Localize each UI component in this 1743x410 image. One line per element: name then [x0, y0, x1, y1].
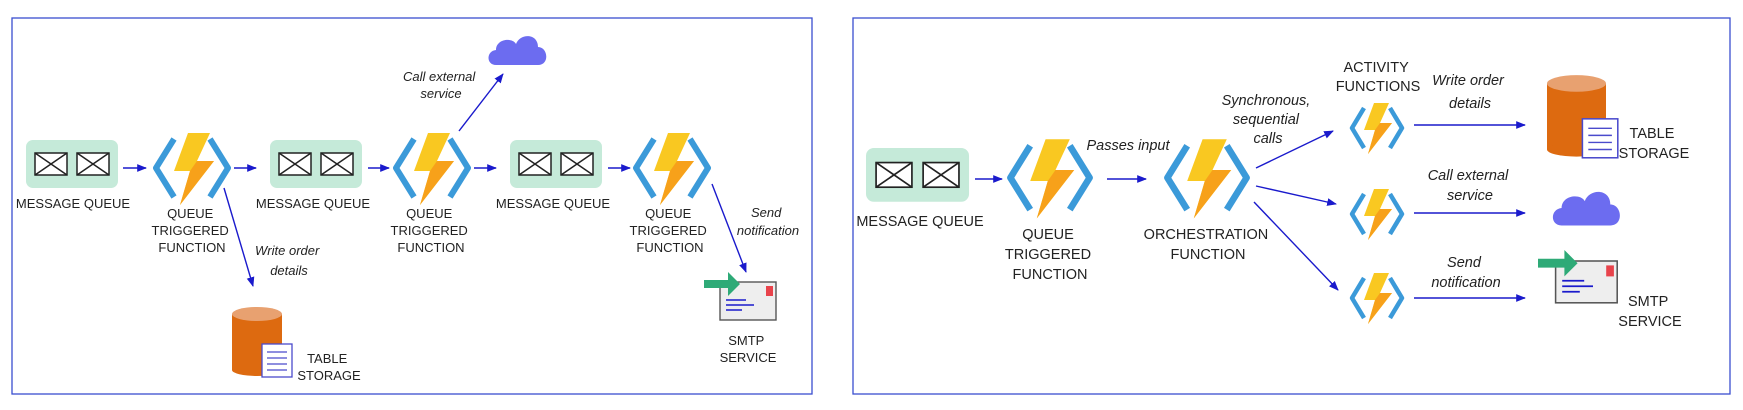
message-queue-icon: [269, 139, 363, 189]
flow-arrow: [1255, 185, 1337, 206]
smtp-label: SMTP SERVICE: [720, 333, 777, 365]
lightning-function-icon: [1010, 139, 1089, 218]
table-storage-label: TABLE STORAGE: [1619, 126, 1690, 162]
queue-label: MESSAGE QUEUE: [496, 196, 610, 211]
message-queue-icon: [25, 139, 119, 189]
lightning-function-icon: [1352, 103, 1402, 154]
message-queue-icon: [865, 147, 970, 203]
right-panel: MESSAGE QUEUE QUEUE TRIGGERED FUNCTION P…: [852, 17, 1731, 395]
flow-arrow: [1255, 130, 1334, 169]
left-panel: MESSAGE QUEUE MESSAGE QUEUE MESSAGE QUEU…: [11, 17, 813, 395]
left-panel-border: [11, 17, 813, 395]
cloud-icon: [488, 36, 547, 65]
sync-calls-note: Synchronous, sequential calls: [1222, 93, 1315, 147]
cloud-icon: [1552, 191, 1620, 226]
queue-label: MESSAGE QUEUE: [256, 196, 370, 211]
table-storage-icon: [1546, 74, 1619, 159]
passes-input-note: Passes input: [1086, 138, 1170, 154]
flow-arrow: [223, 187, 255, 287]
write-order-note: Write order details: [1432, 73, 1508, 112]
smtp-label: SMTP SERVICE: [1618, 294, 1682, 330]
table-storage-label: TABLE STORAGE: [297, 351, 361, 383]
lightning-function-icon: [396, 133, 468, 205]
smtp-mail-icon: [703, 271, 777, 321]
queue-label: MESSAGE QUEUE: [16, 196, 130, 211]
send-notification-note: Send notification: [737, 205, 799, 238]
flow-arrow: [458, 73, 504, 132]
lightning-function-icon: [156, 133, 228, 205]
smtp-mail-icon: [1537, 249, 1619, 304]
activity-functions-label: ACTIVITY FUNCTIONS: [1336, 60, 1421, 95]
lightning-function-icon: [636, 133, 708, 205]
flow-arrow: [1253, 201, 1339, 291]
lightning-function-icon: [1352, 273, 1402, 324]
table-storage-icon: [231, 306, 293, 378]
message-queue-icon: [509, 139, 603, 189]
function-label: QUEUE TRIGGERED FUNCTION: [391, 206, 472, 255]
write-order-note: Write order details: [255, 243, 323, 278]
right-panel-border: [852, 17, 1731, 395]
lightning-function-icon: [1352, 189, 1402, 240]
flow-arrow: [711, 183, 747, 273]
queue-label: MESSAGE QUEUE: [856, 214, 984, 230]
lightning-function-icon: [1167, 139, 1246, 218]
call-external-note: Call external service: [403, 69, 479, 101]
call-external-note: Call external service: [1428, 168, 1513, 204]
function-label: QUEUE TRIGGERED FUNCTION: [630, 206, 711, 255]
send-notification-note: Send notification: [1431, 255, 1500, 291]
function-label: QUEUE TRIGGERED FUNCTION: [152, 206, 233, 255]
function-label: QUEUE TRIGGERED FUNCTION: [1005, 227, 1095, 283]
orchestration-label: ORCHESTRATION FUNCTION: [1144, 227, 1273, 263]
